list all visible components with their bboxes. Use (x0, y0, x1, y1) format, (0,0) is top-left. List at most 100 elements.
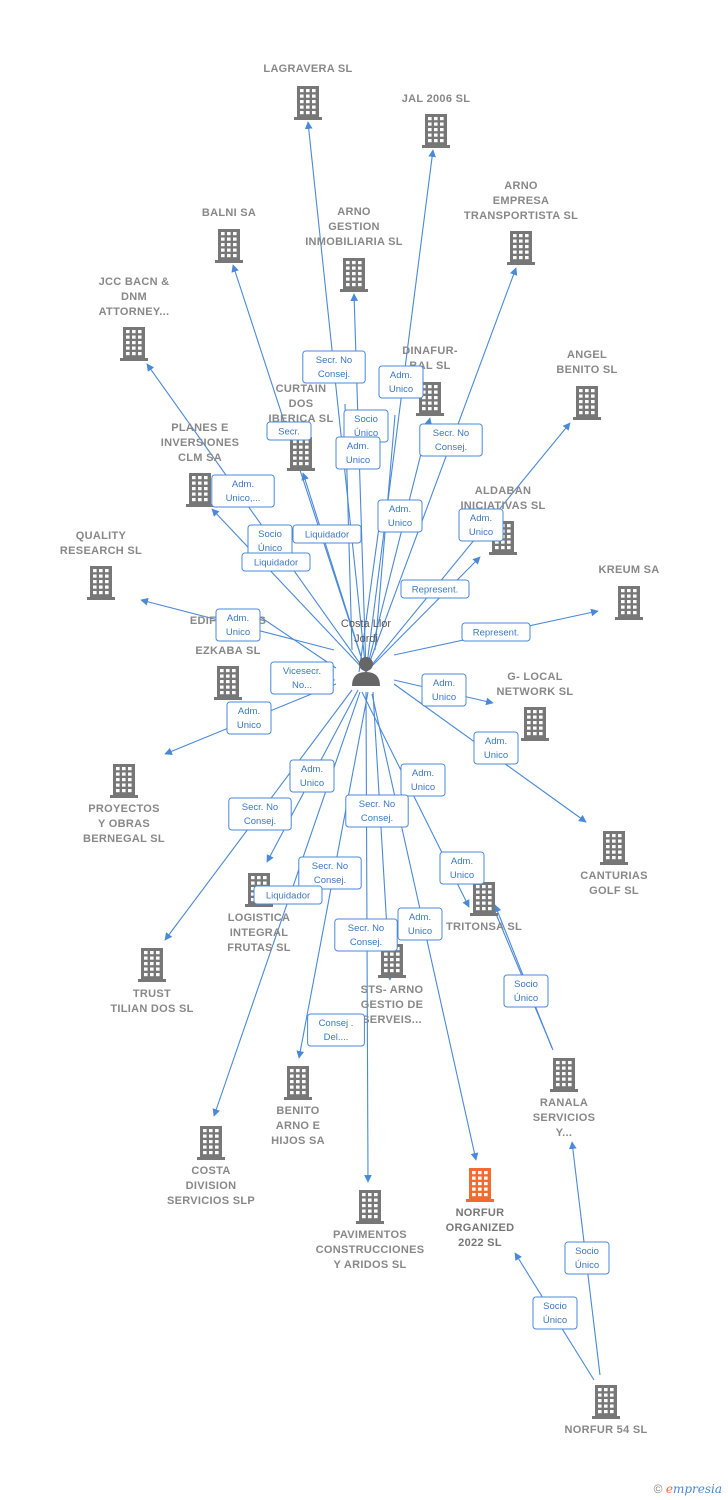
relation-box (228, 797, 292, 831)
company-node-jccbacn[interactable]: JCC BACN &DNMATTORNEY... (99, 276, 170, 361)
company-name-line: COSTA (191, 1165, 230, 1177)
relation-text: Adm. (390, 370, 412, 381)
relation-label[interactable]: Adm.Unico (378, 365, 424, 399)
relation-label[interactable]: Represent. (400, 579, 470, 599)
relation-label[interactable]: Consej .Del.... (307, 1013, 365, 1047)
relation-label[interactable]: Adm. Unico (473, 731, 519, 765)
relation-text: Unico (484, 750, 508, 761)
relation-label[interactable]: Represent. (461, 622, 531, 642)
relation-text: Secr. No (433, 428, 469, 439)
company-name-line: PAVIMENTOS (333, 1229, 407, 1241)
company-node-lagravera[interactable]: LAGRAVERA SL (263, 63, 352, 120)
relation-box (377, 499, 423, 533)
relation-text: Unico (300, 778, 324, 789)
building-icon (110, 764, 138, 798)
company-name-line: RESEARCH SL (60, 545, 142, 557)
relation-label[interactable]: Liquidador (253, 885, 323, 905)
relation-box (421, 673, 467, 707)
relation-label[interactable]: Adm.Unico (377, 499, 423, 533)
relation-box (241, 552, 311, 572)
relation-box (397, 907, 443, 941)
company-name-line: BENITO (276, 1105, 319, 1117)
relation-label[interactable]: Secr. No Consej. (334, 918, 398, 952)
company-node-tritonsa[interactable]: TRITONSA SL (446, 882, 522, 933)
company-node-kreum[interactable]: KREUM SA (598, 564, 659, 620)
relation-text: Adm. (301, 764, 323, 775)
company-node-jal2006[interactable]: JAL 2006 SL (402, 93, 471, 148)
relation-label[interactable]: Secr. (266, 421, 312, 441)
relation-text: Socio (354, 414, 378, 425)
relation-text: Consej. (350, 937, 382, 948)
relation-text: Consej. (318, 369, 350, 380)
relation-label[interactable]: Adm.Unico (397, 907, 443, 941)
relation-box (461, 622, 531, 642)
relation-text: Adm. (409, 912, 431, 923)
relation-label[interactable]: Adm.Unico (421, 673, 467, 707)
brand-logo[interactable]: empresia (666, 1482, 722, 1496)
relation-label[interactable]: Adm. Unico (289, 759, 335, 793)
relation-label[interactable]: Liquidador (241, 552, 311, 572)
relation-text: Socio (543, 1301, 567, 1312)
relation-text: Único (543, 1315, 567, 1326)
company-name-line: Y OBRAS (98, 818, 150, 830)
relation-text: Socio (575, 1246, 599, 1257)
company-name-line: BENITO SL (556, 364, 617, 376)
relation-label[interactable]: Vicesecr.No... (270, 661, 334, 695)
company-name-line: SERVEIS... (362, 1014, 422, 1026)
relation-edge (365, 556, 481, 673)
relation-text: Consej. (435, 442, 467, 453)
company-name-line: JAL 2006 SL (402, 93, 471, 105)
relation-label[interactable]: Adm.Unico (226, 701, 272, 735)
company-node-norfur54[interactable]: NORFUR 54 SL (564, 1385, 647, 1436)
company-name-line: CLM SA (178, 452, 222, 464)
relation-label[interactable]: Adm.Unico,... (211, 474, 275, 508)
building-icon (416, 382, 444, 416)
relation-text: No... (292, 680, 312, 691)
relation-text: Adm. (485, 736, 507, 747)
company-node-ranala[interactable]: RANALASERVICIOSY... (533, 1058, 595, 1139)
relation-text: Secr. No (348, 923, 384, 934)
relation-label[interactable]: Adm.Unico (400, 763, 446, 797)
relation-label[interactable]: Secr. No Consej. (419, 423, 483, 457)
relation-text: Socio (258, 529, 282, 540)
company-name-line: CONSTRUCCIONES (316, 1244, 425, 1256)
company-node-dinafur[interactable]: DINAFUR-BAL SL (402, 345, 458, 416)
company-node-balni[interactable]: BALNI SA (202, 207, 256, 263)
relation-label[interactable]: Adm.Unico (439, 851, 485, 885)
relation-label[interactable]: Adm.Unico (458, 508, 504, 542)
company-name-line: BALNI SA (202, 207, 256, 219)
relation-edge (211, 508, 367, 673)
relation-box (266, 421, 312, 441)
brand-initial: e (665, 1482, 673, 1496)
relation-label[interactable]: Adm.Unico (215, 608, 261, 642)
relation-label[interactable]: Liquidador (292, 524, 362, 544)
relation-label[interactable]: Adm.Unico (335, 436, 381, 470)
company-name-line: 2022 SL (458, 1237, 502, 1249)
relation-box (473, 731, 519, 765)
